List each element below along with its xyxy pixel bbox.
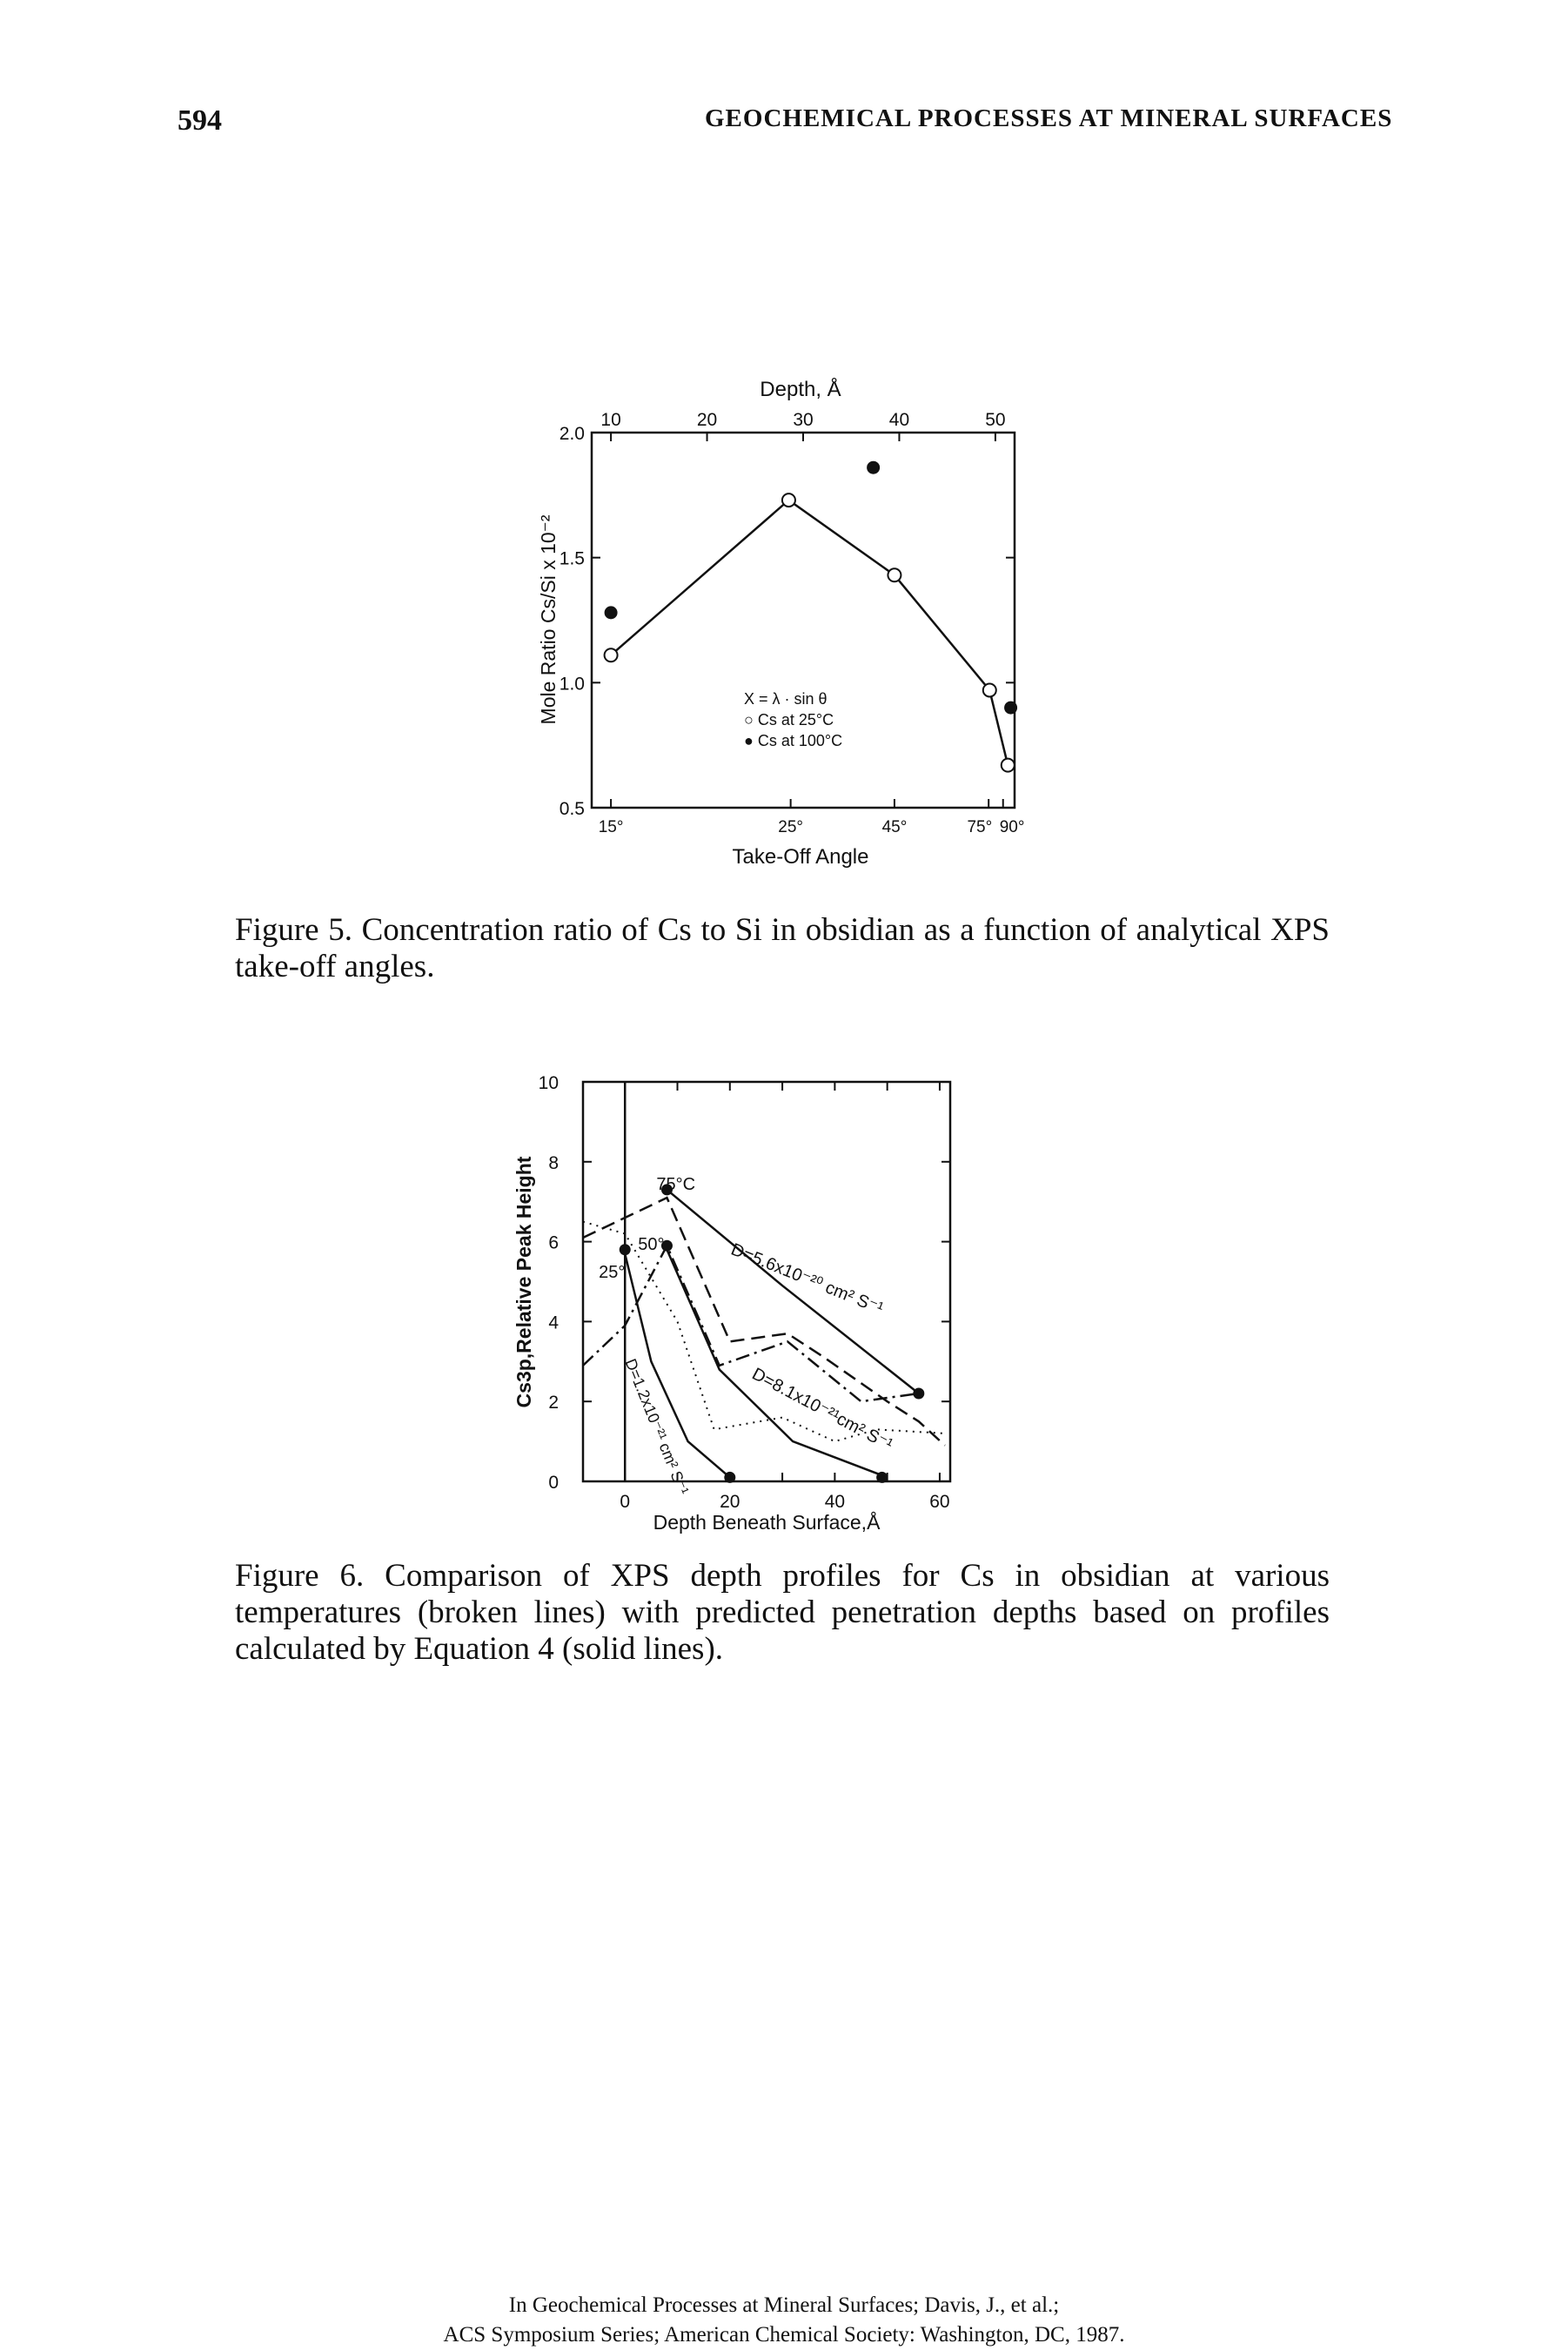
series-line-3 — [666, 1188, 920, 1395]
bottom-tick-label: 45° — [882, 818, 908, 836]
top-tick-label: 20 — [697, 410, 717, 430]
point-cs-25c — [982, 682, 997, 698]
y-tick-label: 2 — [548, 1393, 559, 1413]
data-point — [724, 1471, 736, 1483]
top-tick-label: 30 — [793, 410, 813, 430]
running-head: GEOCHEMICAL PROCESSES AT MINERAL SURFACE… — [705, 104, 1393, 132]
plot-frame — [581, 1080, 952, 1483]
x-axis-label: Take-Off Angle — [733, 845, 869, 869]
legend-cs-25c: ○ Cs at 25°C — [744, 711, 834, 728]
figure-6-caption: Figure 6. Comparison of XPS depth profil… — [235, 1558, 1330, 1667]
legend-formula: X = λ · sin θ — [744, 690, 828, 708]
annotations: 75°C 50° 25° D=5.6x10⁻²⁰ cm² S⁻¹ D=8.1x10⁻²¹… — [599, 1175, 896, 1497]
plot-frame — [590, 431, 1016, 809]
point-cs-100c — [867, 460, 881, 474]
y-tick-label: 0 — [548, 1473, 559, 1493]
top-tick-label: 40 — [889, 410, 909, 430]
y-tick-label: 1.5 — [560, 549, 585, 569]
point-cs-25c — [1000, 757, 1015, 773]
top-axis-label: Depth, Å — [760, 377, 841, 401]
footer-citation-line-1: In Geochemical Processes at Mineral Surf… — [508, 2293, 1060, 2317]
legend-cs-100c: ● Cs at 100°C — [744, 732, 842, 749]
annotation-label: D=8.1x10⁻²¹cm² S⁻¹ — [749, 1365, 896, 1455]
x-tick-label: 60 — [929, 1492, 949, 1512]
annotation-label: 75°C — [656, 1175, 695, 1194]
page-number: 594 — [178, 104, 222, 137]
figure-6: Depth Beneath Surface,Å Cs3p,Relative Pe… — [496, 1066, 1122, 1536]
bottom-tick-label: 90° — [1000, 818, 1025, 836]
point-cs-25c — [603, 648, 619, 663]
figure-5-caption: Figure 5. Concentration ratio of Cs to S… — [235, 912, 1330, 984]
top-tick-label: 50 — [985, 410, 1005, 430]
x-tick-label: 0 — [620, 1492, 630, 1512]
bottom-tick-label: 75° — [967, 818, 992, 836]
series-line-1 — [582, 1243, 919, 1403]
y-tick-label: 8 — [548, 1153, 559, 1173]
series-line-5 — [624, 1253, 731, 1479]
data-series — [603, 460, 1018, 773]
annotation-label: 50° — [638, 1235, 664, 1254]
y-tick-label: 10 — [539, 1073, 559, 1093]
y-tick-label: 4 — [548, 1313, 559, 1333]
footer-citation-line-2: ACS Symposium Series; American Chemical … — [443, 2323, 1125, 2347]
y-axis-label: Mole Ratio Cs/Si x 10⁻² — [537, 514, 560, 724]
y-axis-label: Cs3p,Relative Peak Height — [513, 1156, 535, 1407]
data-point — [619, 1244, 631, 1256]
y-tick-label: 1.0 — [560, 674, 585, 694]
bottom-tick-label: 15° — [599, 818, 624, 836]
point-cs-25c — [781, 493, 796, 508]
annotation-label: 25° — [599, 1263, 625, 1282]
point-cs-25c — [887, 567, 902, 583]
series-line-0 — [582, 1196, 946, 1447]
data-point — [660, 1239, 673, 1252]
top-tick-label: 10 — [600, 410, 620, 430]
figure-5: Depth, Å Take-Off Angle Mole Ratio Cs/Si… — [513, 366, 1122, 888]
y-tick-label: 2.0 — [560, 424, 585, 444]
legend: X = λ · sin θ ○ Cs at 25°C ● Cs at 100°C — [744, 690, 842, 749]
axis-ticks: 0.5 1.0 1.5 2.0 10 20 30 40 50 15° 25° 45° 75° 90° — [560, 410, 1025, 836]
series-line-4 — [666, 1249, 888, 1479]
data-point — [913, 1387, 925, 1400]
y-tick-label: 6 — [548, 1233, 559, 1253]
y-tick-label: 0.5 — [560, 799, 585, 819]
figure-6-chart: Depth Beneath Surface,Å Cs3p,Relative Pe… — [513, 1073, 952, 1534]
annotation-label: D=5.6x10⁻²⁰ cm² S⁻¹ — [728, 1240, 886, 1319]
axis-ticks: 0 2 4 6 8 10 0 20 40 60 — [539, 1073, 950, 1512]
point-cs-100c — [1004, 701, 1018, 715]
figure-5-chart: Depth, Å Take-Off Angle Mole Ratio Cs/Si… — [537, 377, 1025, 869]
bottom-tick-label: 25° — [778, 818, 803, 836]
point-cs-100c — [604, 606, 618, 620]
x-tick-label: 40 — [825, 1492, 845, 1512]
data-point — [876, 1471, 888, 1483]
x-axis-label: Depth Beneath Surface,Å — [653, 1510, 881, 1534]
x-tick-label: 20 — [720, 1492, 740, 1512]
data-series — [582, 1184, 946, 1483]
data-point — [660, 1184, 673, 1196]
